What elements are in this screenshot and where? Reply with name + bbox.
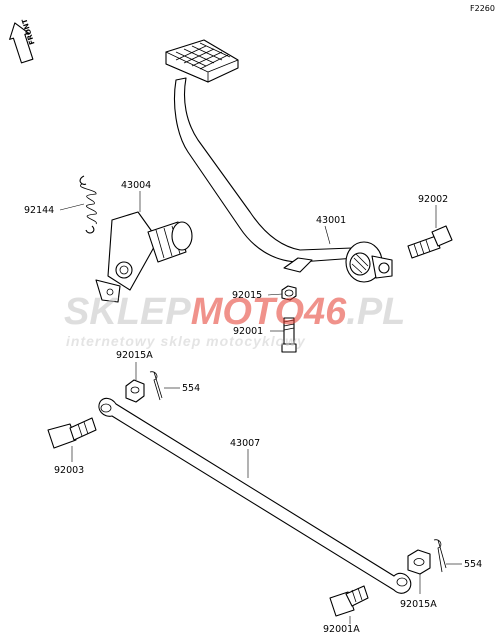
lower-rod-nut: [407, 549, 431, 575]
leader-lines: [59, 191, 462, 624]
upper-rod-nut: [125, 379, 145, 403]
return-spring: [79, 175, 97, 234]
rod-left-bolt: [47, 417, 97, 449]
label-shaft: 43004: [121, 180, 151, 191]
watermark-brand: SKLEPMOTO46.PL: [64, 291, 405, 333]
label-lower-pin: 554: [464, 559, 482, 570]
label-lower-nut: 92015A: [400, 599, 437, 610]
label-pedal-bolt: 92002: [418, 194, 448, 205]
label-pedal: 43001: [316, 215, 346, 226]
pedal-nut: [281, 285, 297, 301]
lower-cotter-pin: [433, 539, 447, 573]
label-upper-nut: 92015A: [116, 350, 153, 361]
pedal-bolt: [407, 225, 453, 259]
pedal-grip-pattern: [175, 42, 231, 70]
watermark-tagline: internetowy sklep motocyklowy: [66, 333, 306, 349]
label-stud: 92001: [233, 326, 263, 337]
brake-shaft-arm: [95, 211, 193, 303]
rod-lower-bolt: [329, 585, 369, 617]
watermark: SKLEPMOTO46.PL internetowy sklep motocyk…: [64, 291, 405, 349]
label-spring: 92144: [24, 205, 54, 216]
label-rod: 43007: [230, 438, 260, 449]
brake-rod: [98, 397, 412, 594]
front-arrow-icon: FRONT: [9, 18, 37, 64]
diagram-code: F2260: [470, 4, 495, 13]
brake-pedal: [165, 39, 393, 283]
label-lower-bolt: 92001A: [323, 624, 360, 632]
label-nut: 92015: [232, 290, 262, 301]
upper-cotter-pin: [149, 371, 163, 401]
label-upper-pin: 554: [182, 383, 200, 394]
label-left-bolt: 92003: [54, 465, 84, 476]
